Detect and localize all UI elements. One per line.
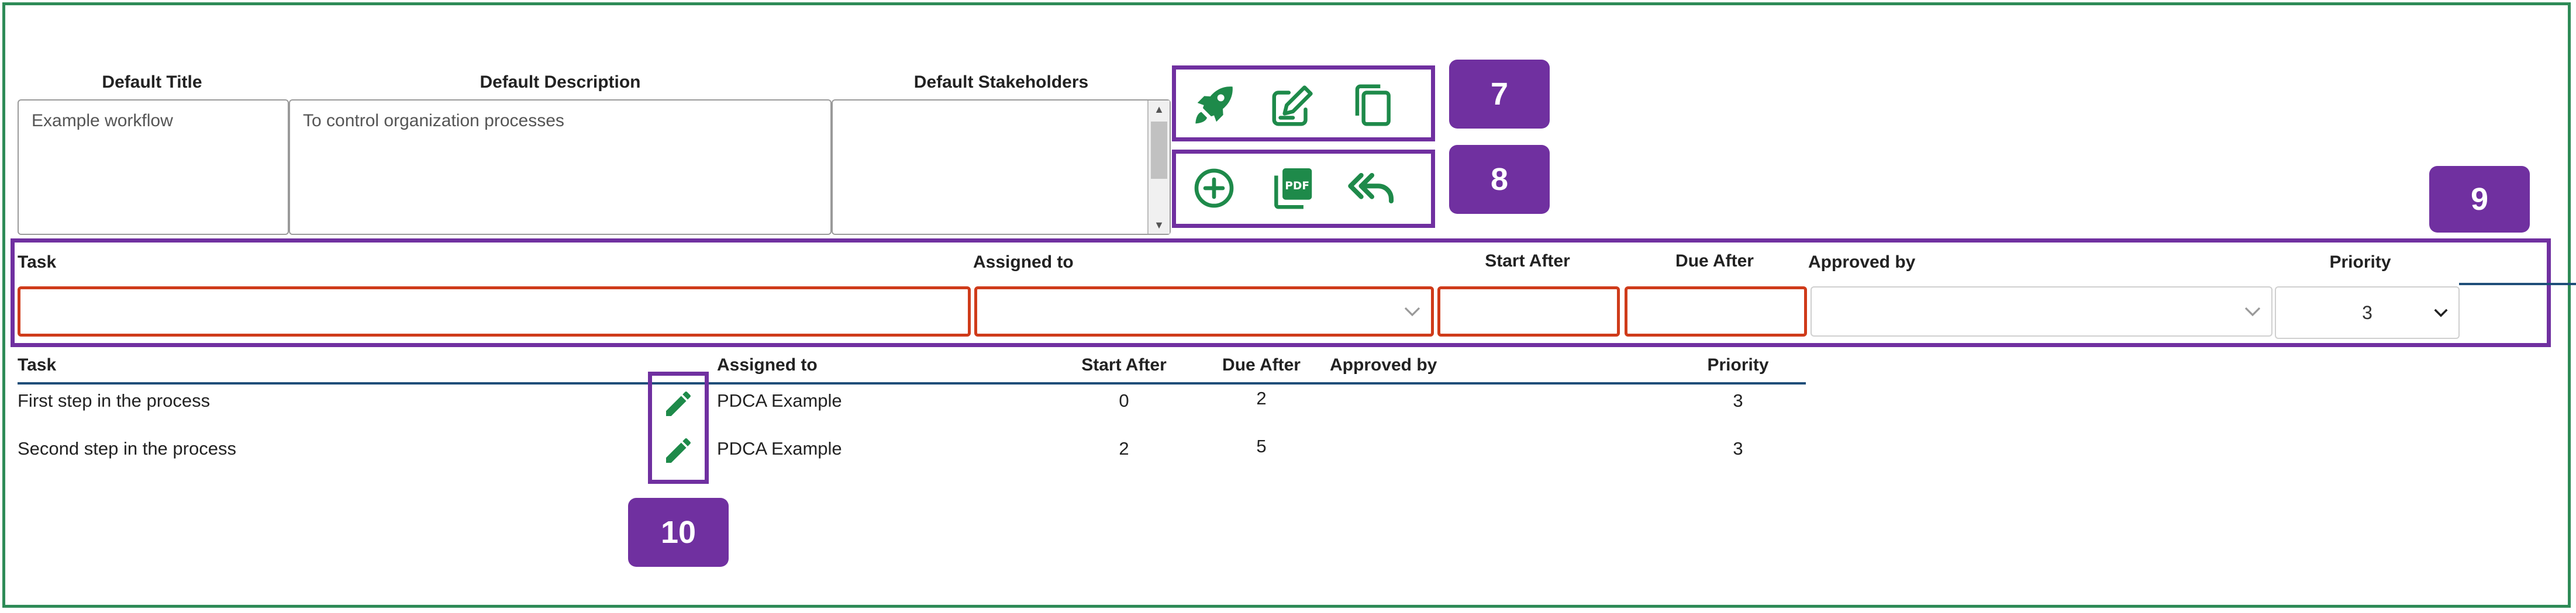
stakeholders-scrollbar[interactable]: ▲ ▼ — [1147, 101, 1170, 234]
entry-due-label: Due After — [1675, 251, 1754, 271]
form-divider-line — [2459, 283, 2576, 285]
approved-by-select[interactable] — [1811, 286, 2272, 337]
row-assigned: PDCA Example — [717, 390, 842, 411]
default-description-field[interactable]: To control organization processes — [289, 99, 832, 235]
default-stakeholders-label: Default Stakeholders — [913, 72, 1089, 92]
copy-icon[interactable] — [1339, 76, 1405, 134]
rocket-icon[interactable] — [1181, 76, 1247, 134]
table-header-priority: Priority — [1707, 355, 1769, 375]
entry-task-label: Task — [18, 252, 57, 272]
scroll-up-arrow-icon[interactable]: ▲ — [1154, 103, 1164, 115]
row-start: 2 — [1119, 438, 1129, 459]
table-header-task: Task — [18, 355, 57, 375]
row-priority: 3 — [1733, 438, 1743, 459]
default-description-label: Default Description — [480, 72, 641, 92]
toolbar-top — [1172, 65, 1435, 141]
priority-select[interactable]: 3 — [2275, 286, 2460, 339]
row-task: Second step in the process — [18, 438, 236, 459]
chevron-down-icon — [1404, 307, 1420, 317]
annotation-badge-10: 10 — [628, 498, 729, 567]
table-header-divider — [18, 382, 1806, 385]
start-after-input[interactable] — [1437, 286, 1620, 337]
pdf-icon[interactable]: PDF — [1260, 159, 1326, 217]
reply-all-icon[interactable] — [1339, 159, 1405, 217]
scrollbar-thumb[interactable] — [1151, 122, 1167, 179]
annotation-badge-9: 9 — [2429, 166, 2530, 233]
chevron-down-icon — [2434, 309, 2448, 317]
scroll-down-arrow-icon[interactable]: ▼ — [1154, 219, 1164, 231]
row-start: 0 — [1119, 390, 1129, 411]
default-stakeholders-field[interactable]: ▲ ▼ — [832, 99, 1171, 235]
annotation-badge-8: 8 — [1449, 145, 1550, 214]
toolbar-bottom — [1172, 150, 1435, 228]
edit-row-2-pencil-icon[interactable] — [655, 430, 702, 471]
table-header-approved: Approved by — [1330, 355, 1437, 375]
svg-text:PDF: PDF — [1285, 180, 1309, 192]
entry-start-label: Start After — [1485, 251, 1570, 271]
entry-priority-label: Priority — [2329, 252, 2391, 272]
row-priority: 3 — [1733, 390, 1743, 411]
annotation-badge-7: 7 — [1449, 60, 1550, 129]
table-row: Second step in the process PDCA Example … — [0, 436, 1813, 478]
row-task: First step in the process — [18, 390, 211, 411]
table-header-start: Start After — [1081, 355, 1167, 375]
row-assigned: PDCA Example — [717, 438, 842, 459]
due-after-input[interactable] — [1625, 286, 1807, 337]
table-row: First step in the process PDCA Example 0… — [0, 388, 1813, 430]
default-title-label: Default Title — [102, 72, 202, 92]
edit-buttons-group — [648, 372, 709, 484]
chevron-down-icon — [2244, 307, 2261, 317]
assigned-to-select[interactable] — [974, 286, 1434, 337]
default-title-field[interactable]: Example workflow — [18, 99, 289, 235]
table-header-due: Due After — [1222, 355, 1301, 375]
edit-row-1-pencil-icon[interactable] — [655, 383, 702, 424]
task-entry-form — [11, 238, 2551, 347]
table-header-assigned: Assigned to — [717, 355, 818, 375]
priority-value: 3 — [2362, 302, 2372, 323]
edit-document-icon[interactable] — [1260, 76, 1326, 134]
row-due: 5 — [1256, 436, 1267, 456]
task-input[interactable] — [18, 286, 971, 337]
row-due: 2 — [1256, 388, 1267, 408]
entry-approved-label: Approved by — [1808, 252, 1916, 272]
add-circle-icon[interactable] — [1181, 159, 1247, 217]
entry-assigned-label: Assigned to — [973, 252, 1074, 272]
